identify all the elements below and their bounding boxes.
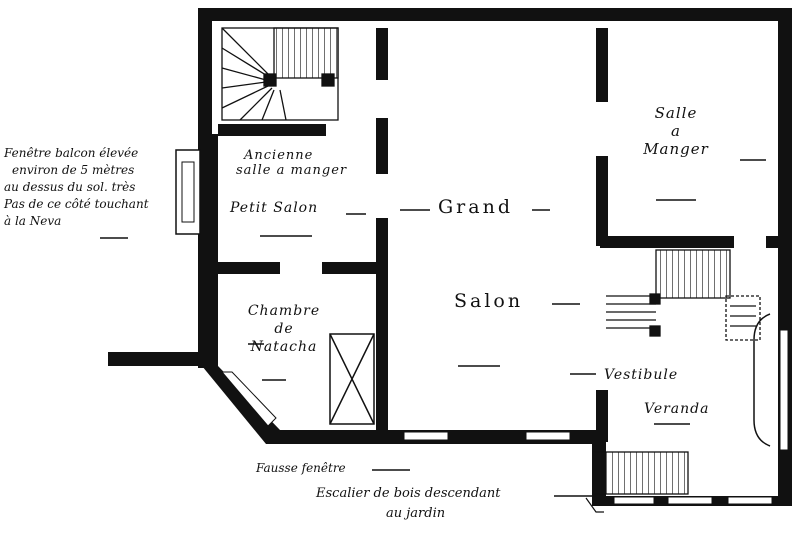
label-ancienne-salle: Ancienne salle a manger bbox=[236, 148, 347, 178]
staircase-right bbox=[606, 249, 761, 341]
label-vestibule-veranda: Vestibule Veranda bbox=[604, 358, 709, 426]
note-balcon-line-1: Fenêtre balcon élevée bbox=[4, 146, 139, 160]
vestibule-line: Vestibule bbox=[604, 367, 679, 383]
garden-steps bbox=[593, 451, 689, 495]
salle-label-line-2: a bbox=[671, 122, 681, 140]
windows bbox=[175, 149, 789, 505]
leader-line bbox=[585, 497, 604, 513]
ancienne-line-2: salle a manger bbox=[236, 163, 348, 178]
label-salle-a-manger: Salle a Manger bbox=[640, 104, 712, 158]
label-petit-salon: Petit Salon bbox=[230, 200, 319, 216]
note-balcon-line-2: environ de 5 mètres bbox=[12, 163, 135, 177]
cabinet-x bbox=[329, 333, 375, 425]
chambre-line-3: Natacha bbox=[250, 339, 318, 355]
note-balcon-line-4: Pas de ce côté touchant bbox=[4, 197, 149, 211]
note-fenetre-balcon: Fenêtre balcon élevée environ de 5 mètre… bbox=[4, 145, 149, 230]
note-fausse-fenetre: Fausse fenêtre bbox=[256, 461, 346, 475]
chambre-line-2: de bbox=[274, 321, 294, 337]
note-escalier-line-1: Escalier de bois descendant bbox=[316, 486, 501, 501]
annotation-dashes bbox=[100, 159, 766, 497]
ancienne-line-1: Ancienne bbox=[244, 148, 314, 163]
chambre-line-1: Chambre bbox=[247, 303, 321, 319]
veranda-edge bbox=[753, 313, 771, 447]
staircase-upper bbox=[221, 27, 339, 121]
note-escalier-line-2: au jardin bbox=[386, 506, 446, 521]
note-balcon-line-3: au dessus du sol. très bbox=[4, 180, 136, 194]
interior-walls bbox=[212, 28, 780, 442]
label-chambre-natacha: Chambre de Natacha bbox=[244, 302, 324, 356]
veranda-line: Veranda bbox=[644, 401, 710, 417]
note-escalier: Escalier de bois descendant au jardin bbox=[316, 484, 501, 524]
salle-label-line-1: Salle bbox=[654, 104, 698, 122]
label-grand: Grand bbox=[438, 196, 513, 218]
note-balcon-line-5: à la Neva bbox=[4, 214, 62, 228]
salle-label-line-3: Manger bbox=[643, 140, 709, 158]
label-salon: Salon bbox=[454, 290, 524, 312]
